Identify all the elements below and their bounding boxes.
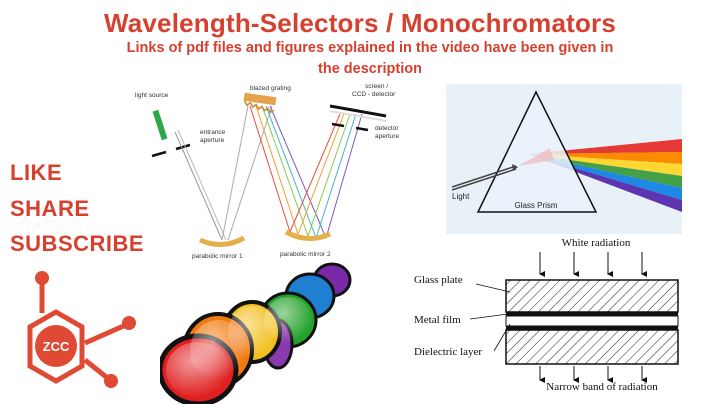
page-subtitle: Links of pdf files and figures explained… [126, 40, 614, 77]
metal-film-top [506, 312, 678, 316]
light-source-label: light source [135, 92, 169, 99]
mirror-2-label: parabolic mirror 2 [280, 251, 331, 258]
optical-filters-photo [160, 262, 360, 404]
interference-filter-diagram: White radiation Glass plate Met [398, 234, 698, 394]
dielectric-layer-label: Dielectric layer [414, 346, 482, 358]
zcc-logo: ZCC [10, 268, 145, 400]
prism-diagram: Light Glass Prism [446, 84, 682, 234]
detector-label-2: aperture [375, 133, 400, 140]
white-radiation-label: White radiation [562, 237, 631, 249]
entrance-label-1: entrance [200, 129, 226, 136]
grating-label: blazed grating [250, 85, 291, 92]
like-text: LIKE [10, 160, 63, 185]
monochromator-diagram: light source entrance aperture blazed gr… [130, 82, 420, 262]
share-text: SHARE [10, 196, 90, 221]
detector-screen [329, 104, 387, 118]
detector-label-1: detector [375, 125, 399, 132]
page-title: Wavelength-Selectors / Monochromators [103, 8, 617, 38]
glass-plate-bottom [505, 329, 679, 365]
entrance-aperture [151, 150, 167, 158]
metal-film-label: Metal film [414, 314, 461, 326]
blazed-grating-icon [243, 92, 277, 114]
logo-text: ZCC [43, 339, 70, 354]
mirror-1-label: parabolic mirror 1 [192, 253, 243, 260]
screen-label-1: screen / [365, 83, 388, 90]
light-source-icon [152, 109, 168, 141]
detector-aperture [331, 122, 345, 128]
glass-plate-top [505, 279, 679, 313]
parabolic-mirror-1 [198, 235, 246, 247]
light-label: Light [452, 192, 470, 201]
dielectric-layer [505, 315, 679, 327]
prism-label: Glass Prism [514, 201, 557, 210]
metal-film-bottom [506, 326, 678, 330]
screen-label-2: CCD - detector [352, 91, 396, 98]
parabolic-mirror-2 [284, 229, 332, 241]
entrance-label-2: aperture [200, 137, 225, 144]
subscribe-text: SUBSCRIBE [10, 231, 145, 256]
narrow-band-label: Narrow band of radiation [546, 381, 658, 393]
prism-icon [476, 90, 598, 213]
glass-plate-label: Glass plate [414, 274, 463, 286]
